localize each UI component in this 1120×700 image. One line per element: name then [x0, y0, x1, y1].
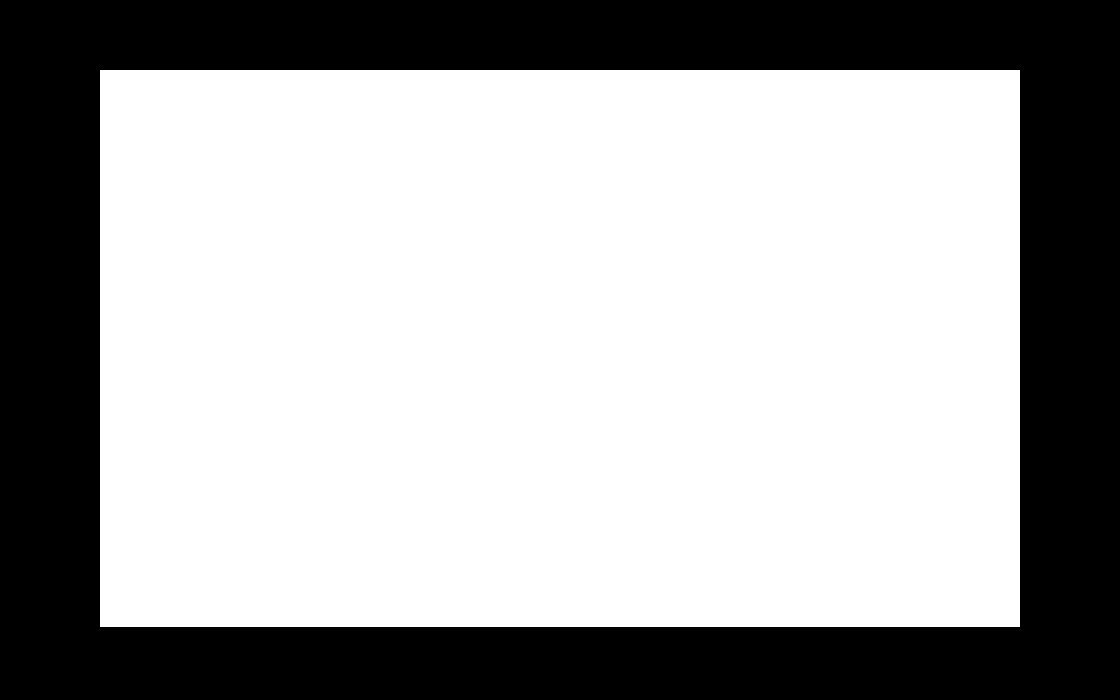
blank-window	[100, 70, 1020, 627]
